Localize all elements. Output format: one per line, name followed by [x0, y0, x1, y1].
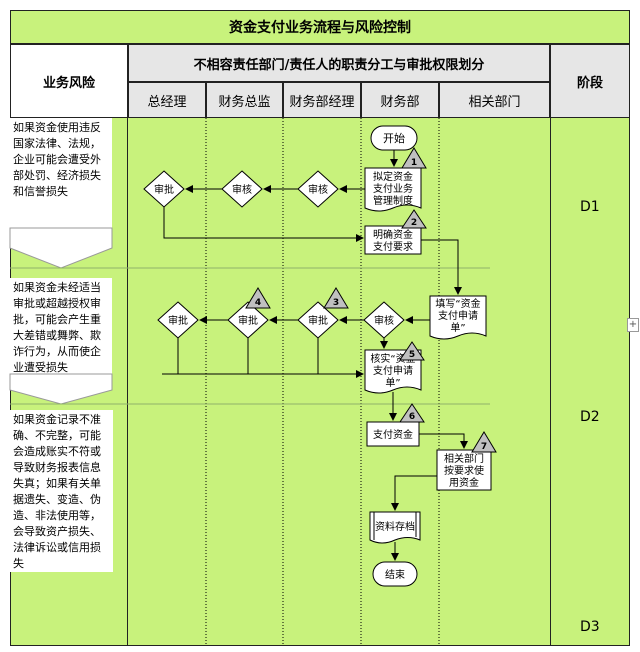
badge-7-label: 7	[481, 442, 487, 452]
page-title: 资金支付业务流程与风险控制	[10, 10, 630, 44]
badge-6	[399, 403, 425, 423]
node-use-funds-label: 相关部门按要求使用资金	[444, 452, 484, 489]
stage-separators	[10, 267, 490, 405]
badge-1-label: 1	[411, 158, 417, 168]
badge-6-label: 6	[409, 412, 415, 422]
node-define-requirements-label: 明确资金支付要求	[373, 228, 413, 253]
node-d2-approve-cfo-label: 审批	[238, 314, 258, 327]
stage-lane	[550, 118, 630, 645]
badge-5-label: 5	[409, 350, 415, 360]
role-header-finance-dept: 财务部	[361, 82, 439, 118]
risk-text-2: 如果资金未经适当审批或超越授权审批，可能会产生重大差错或舞弊、欺诈行为，从而使企…	[10, 278, 112, 374]
flow-connectors	[162, 150, 468, 561]
badge-5	[399, 341, 425, 361]
risk-2-pointer	[9, 373, 113, 405]
node-d2-approve-finance-manager-label: 审批	[308, 314, 328, 327]
node-d1-approve-gm-label: 审批	[154, 183, 174, 196]
node-d1-review-finance-manager-label: 审核	[308, 183, 328, 196]
badge-1	[401, 147, 427, 169]
risk-column-header: 业务风险	[10, 44, 128, 118]
node-verify-application	[364, 349, 422, 394]
node-end	[372, 561, 418, 587]
expand-handle[interactable]: +	[627, 318, 639, 332]
node-archive	[369, 511, 421, 544]
stage-label-d1: D1	[580, 199, 600, 215]
node-fill-application-label: 填写“资金支付申请单”	[435, 297, 480, 334]
node-define-requirements	[364, 225, 422, 255]
badge-3	[323, 287, 349, 309]
badge-2-label: 2	[411, 218, 417, 228]
badge-2	[401, 209, 427, 229]
badge-7	[471, 431, 497, 453]
node-fill-application	[429, 295, 487, 340]
node-pay-funds-label: 支付资金	[373, 428, 413, 441]
node-d1-review-cfo	[221, 170, 263, 208]
node-draft-system	[364, 167, 422, 212]
risk-text-3: 如果资金记录不准确、不完整，可能会造成账实不符或导致财务报表信息失真；如果有关单…	[10, 410, 113, 572]
role-header-cfo: 财务总监	[206, 82, 283, 118]
stage-label-d2: D2	[580, 409, 600, 425]
node-start-label: 开始	[383, 131, 405, 145]
node-pay-funds	[366, 421, 420, 447]
role-header-related-dept: 相关部门	[439, 82, 550, 118]
node-archive-label: 资料存档	[375, 520, 415, 533]
node-use-funds	[436, 449, 492, 491]
risk-1-pointer	[9, 227, 113, 269]
node-draft-system-label: 拟定资金支付业务管理制度	[373, 170, 413, 207]
lane-dividers	[205, 118, 440, 645]
badge-4	[245, 287, 271, 309]
node-d1-review-cfo-label: 审核	[232, 183, 252, 196]
step-badges: 1 2 3 4 5 6 7	[245, 147, 497, 453]
node-d1-review-finance-manager	[297, 170, 339, 208]
node-d2-review-finance-dept-label: 审核	[374, 314, 394, 327]
node-d2-approve-gm-label: 审批	[168, 314, 188, 327]
role-header-finance-manager: 财务部经理	[283, 82, 361, 118]
stage-label-d3: D3	[580, 619, 600, 635]
stage-column-header: 阶段	[550, 44, 630, 118]
node-end-label: 结束	[385, 568, 405, 581]
risk-text-1: 如果资金使用违反国家法律、法规，企业可能会遭受外部处罚、经济损失和信誉损失	[10, 118, 112, 228]
duties-header: 不相容责任部门/责任人的职责分工与审批权限划分	[128, 44, 550, 82]
badge-3-label: 3	[333, 298, 339, 308]
badge-4-label: 4	[255, 298, 261, 308]
swimlane-body	[128, 118, 550, 645]
role-header-general-manager: 总经理	[128, 82, 206, 118]
